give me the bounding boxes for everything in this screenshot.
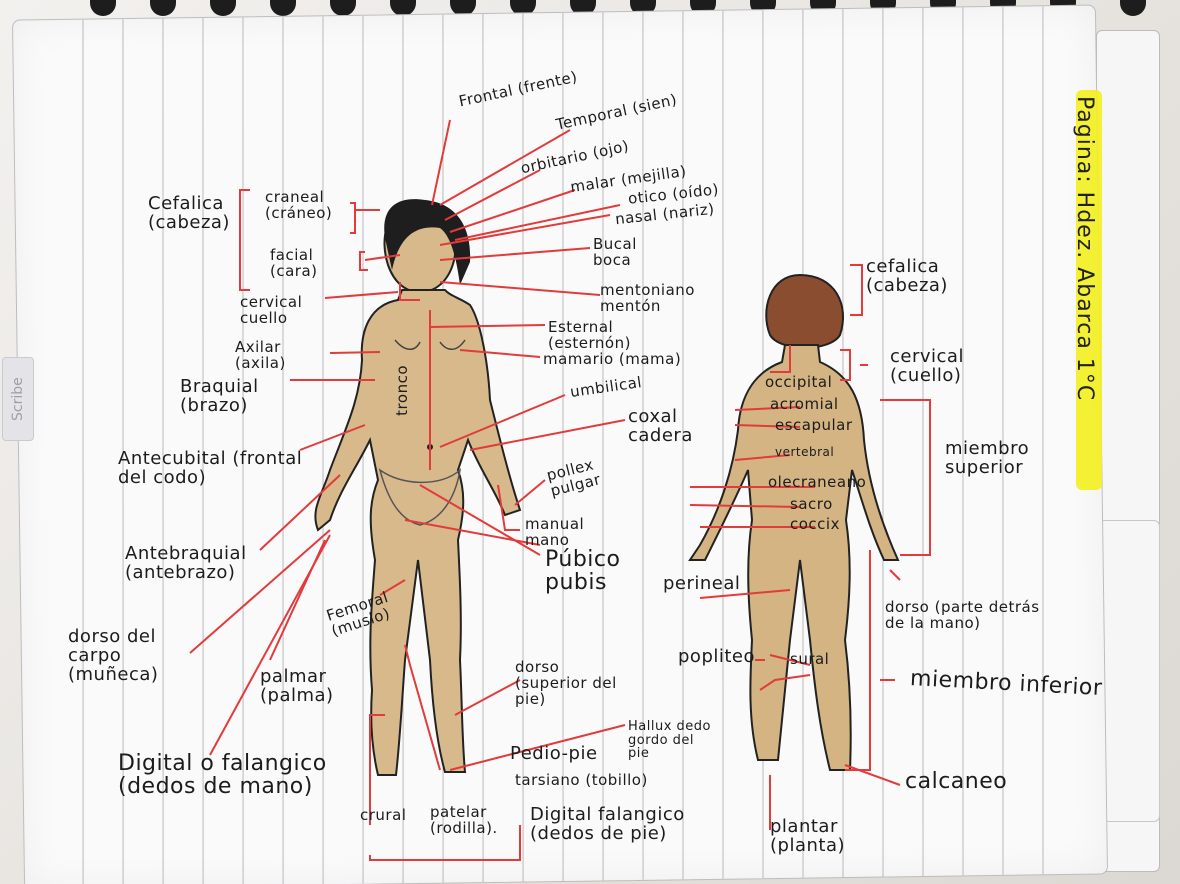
label-escapular: escapular [775, 418, 853, 434]
label-pubico: Púbico pubis [545, 548, 625, 594]
label-plantar: plantar (planta) [770, 818, 910, 856]
label-mamario: mamario (mama) [543, 352, 681, 368]
label-sacro: sacro [790, 497, 833, 513]
page-header: Pagina: Hdez. Abarca 1°C [1070, 90, 1142, 490]
label-cefalica-front: Cefalica (cabeza) [148, 195, 243, 233]
label-palmar: palmar (palma) [260, 668, 340, 706]
label-mentoniano: mentoniano mentón [600, 283, 730, 315]
label-coccix: coccix [790, 517, 840, 533]
label-manual: manual mano [525, 517, 595, 549]
label-craneal: craneal (cráneo) [265, 190, 350, 222]
label-antebraquial: Antebraquial (antebrazo) [125, 545, 275, 583]
label-digital-pie: Digital falangico (dedos de pie) [530, 806, 730, 844]
label-braquial: Braquial (brazo) [180, 378, 290, 416]
label-tronco: tronco [395, 365, 411, 416]
label-olecraneano: olecraneano [768, 475, 866, 491]
label-tarsiano: tarsiano (tobillo) [515, 773, 648, 789]
label-dorso-pie: dorso (superior del pie) [515, 660, 635, 707]
label-perineal: perineal [663, 575, 740, 594]
label-facial: facial (cara) [270, 248, 355, 280]
label-crural: crural [360, 808, 406, 824]
scribe-tab[interactable]: Scribe [2, 357, 34, 441]
label-popliteo: popliteo [678, 648, 755, 667]
label-axilar: Axilar (axila) [235, 340, 325, 372]
label-dorso-mano: dorso (parte detrás de la mano) [885, 600, 1055, 632]
label-pedio: Pedio-pie [510, 745, 598, 764]
label-sural: sural [790, 652, 829, 668]
label-carpo: dorso del carpo (muñeca) [68, 628, 193, 685]
label-antecubital: Antecubital (frontal del codo) [118, 450, 318, 488]
label-bucal: Bucal boca [593, 237, 663, 269]
label-cefalica-back: cefalica (cabeza) [866, 258, 966, 296]
label-coxal: coxal cadera [628, 408, 708, 446]
label-cervical-front: cervical cuello [240, 295, 325, 327]
label-vertebral: vertebral [775, 446, 834, 459]
label-calcaneo: calcaneo [905, 770, 1007, 793]
label-cervical-back: cervical (cuello) [890, 348, 1000, 386]
label-miembro-superior: miembro superior [945, 440, 1065, 478]
label-digital: Digital o falangico (dedos de mano) [118, 752, 348, 798]
label-acromial: acromial [770, 397, 839, 413]
label-occipital: occipital [765, 375, 832, 391]
header-text: Pagina: Hdez. Abarca 1°C [1072, 96, 1097, 401]
label-hallux: Hallux dedo gordo del pie [628, 720, 718, 761]
label-esternal: Esternal (esternón) [548, 320, 678, 352]
label-patelar: patelar (rodilla). [430, 805, 520, 837]
